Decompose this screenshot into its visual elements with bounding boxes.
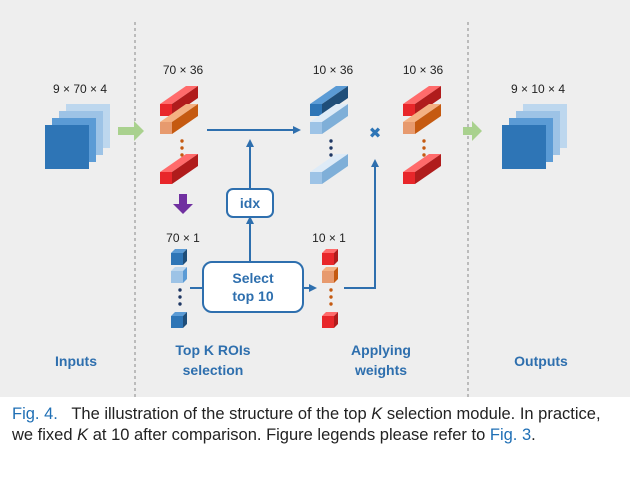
section-outputs: Outputs — [514, 353, 568, 369]
weighted-feature-bars — [403, 86, 441, 184]
select-label-line2: top 10 — [232, 288, 273, 304]
caption-text-1: The illustration of the structure of the… — [71, 405, 372, 423]
topk-weights-column — [322, 249, 338, 328]
selected-dim-label: 10 × 36 — [313, 63, 354, 77]
score-column — [171, 249, 187, 328]
section-inputs: Inputs — [55, 353, 97, 369]
score-dim-label: 70 × 1 — [166, 231, 200, 245]
input-volume — [45, 104, 110, 169]
figure-reference-link[interactable]: Fig. 3 — [489, 426, 532, 444]
caption-k-2: K — [77, 426, 89, 444]
section-topk-line2: selection — [183, 362, 244, 378]
output-volume — [502, 104, 567, 169]
caption-text-2: selection module. In practice, we fixed — [12, 405, 601, 444]
weights-to-multiply-arrow — [344, 159, 379, 289]
selected-feature-bars — [310, 86, 348, 184]
diagram-svg: 9 × 70 × 4 70 × 36 70 × 1 — [45, 22, 568, 397]
caption-end: . — [531, 426, 536, 444]
figure-number: Fig. 4. — [12, 405, 58, 423]
green-arrow-out — [463, 121, 482, 141]
feature-bars — [160, 86, 198, 184]
input-dim-label: 9 × 70 × 4 — [53, 82, 107, 96]
caption-k-1: K — [371, 405, 383, 423]
multiply-icon: ✖ — [369, 125, 382, 142]
weighted-dim-label: 10 × 36 — [403, 63, 444, 77]
purple-down-arrow — [173, 194, 193, 214]
diagram-panel: 9 × 70 × 4 70 × 36 70 × 1 — [0, 0, 630, 397]
section-apply-line1: Applying — [351, 342, 411, 358]
feature-dim-label: 70 × 36 — [163, 63, 204, 77]
topk-dim-label: 10 × 1 — [312, 231, 346, 245]
output-dim-label: 9 × 10 × 4 — [511, 82, 565, 96]
green-arrow-in — [118, 121, 144, 141]
idx-label: idx — [240, 195, 260, 211]
section-topk-line1: Top K ROIs — [175, 342, 250, 358]
select-label-line1: Select — [232, 270, 274, 286]
figure-caption: Fig. 4. The illustration of the structur… — [12, 404, 620, 446]
caption-text-3: at 10 after comparison. Figure legends p… — [88, 426, 490, 444]
section-apply-line2: weights — [354, 362, 407, 378]
